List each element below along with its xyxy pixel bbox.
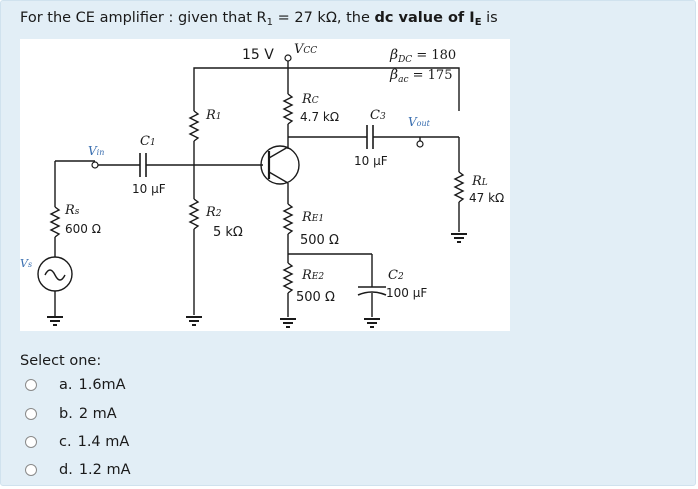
question-bold-text: dc value of I: [374, 10, 475, 26]
option-c-text: 1.4 mA: [77, 434, 130, 450]
ground-symbols: [47, 233, 467, 328]
option-d[interactable]: d. 1.2 mA: [25, 459, 131, 481]
option-b[interactable]: b. 2 mA: [25, 403, 117, 425]
question-bold: dc value of IE: [374, 10, 482, 28]
rl-zigzag: [453, 171, 465, 203]
option-b-radio[interactable]: [25, 408, 37, 420]
vout-label: Vout: [408, 115, 431, 129]
option-c-radio[interactable]: [25, 436, 37, 448]
re2-label: RE2: [301, 268, 324, 283]
option-a-letter: a.: [59, 377, 73, 393]
re1-value: 500 Ω: [300, 233, 339, 248]
bac-label: βac = 175: [389, 67, 452, 85]
transistor-emitter-leg: [268, 171, 289, 184]
source-wave: [44, 269, 66, 281]
rl-value: 47 kΩ: [469, 191, 504, 205]
c3-label: C3: [370, 108, 386, 123]
vcc-label: VCC: [294, 42, 317, 57]
option-c[interactable]: c. 1.4 mA: [25, 431, 129, 453]
question-r1-subscript: 1: [266, 17, 273, 28]
c2-plate-bottom: [357, 291, 387, 296]
rs-label: Rs: [64, 203, 80, 218]
vin-label: Vin: [88, 144, 104, 158]
vin-terminal: [91, 161, 99, 169]
rs-zigzag: [49, 206, 61, 238]
option-a[interactable]: a. 1.6mA: [25, 374, 126, 396]
question-bold-subscript: E: [474, 17, 482, 28]
question-suffix: is: [481, 10, 498, 26]
question-prefix: For the CE amplifier : given that R: [20, 10, 267, 26]
vsupply-label: 15 V: [242, 47, 274, 63]
option-a-radio[interactable]: [25, 379, 37, 391]
vout-terminal: [416, 140, 424, 148]
c1-label: C1: [140, 134, 156, 149]
re2-value: 500 Ω: [296, 290, 335, 305]
c2-value: 100 μF: [386, 286, 427, 300]
question-text: For the CE amplifier : given that R1 = 2…: [20, 10, 498, 28]
bdc-label: βDC = 180: [389, 47, 456, 65]
r1-label: R1: [205, 108, 222, 123]
option-b-letter: b.: [59, 406, 73, 422]
re2-zigzag: [282, 262, 294, 294]
select-one-label: Select one:: [20, 353, 102, 369]
c1-value: 10 μF: [132, 182, 166, 196]
option-d-radio[interactable]: [25, 464, 37, 476]
r2-zigzag: [188, 198, 200, 230]
rl-label: RL: [471, 174, 488, 189]
vs-label: Vs: [20, 257, 32, 270]
option-d-letter: d.: [59, 462, 73, 478]
re1-label: RE1: [301, 210, 324, 225]
rs-value: 600 Ω: [65, 222, 101, 236]
rc-value: 4.7 kΩ: [300, 110, 339, 124]
vcc-terminal: [284, 54, 292, 62]
c2-label: C2: [388, 268, 404, 283]
transistor-collector-leg: [268, 146, 289, 159]
r1-zigzag: [188, 110, 200, 142]
option-d-text: 1.2 mA: [78, 462, 131, 478]
option-a-text: 1.6mA: [78, 377, 126, 393]
transistor-circle: [260, 145, 300, 185]
rc-zigzag: [282, 93, 294, 125]
option-b-text: 2 mA: [78, 406, 117, 422]
circuit-diagram: 15 V VCC βDC = 180 βac = 175 RC 4.7 kΩ R…: [20, 39, 510, 331]
r2-value: 5 kΩ: [213, 225, 243, 240]
re1-zigzag: [282, 203, 294, 235]
circuit-svg: 15 V VCC βDC = 180 βac = 175 RC 4.7 kΩ R…: [20, 42, 504, 328]
r2-label: R2: [205, 205, 222, 220]
question-mid: = 27 kΩ, the: [273, 10, 375, 26]
option-c-letter: c.: [59, 434, 72, 450]
top-rail-wire: [193, 67, 460, 111]
c3-value: 10 μF: [354, 154, 388, 168]
rc-label: RC: [301, 92, 319, 107]
